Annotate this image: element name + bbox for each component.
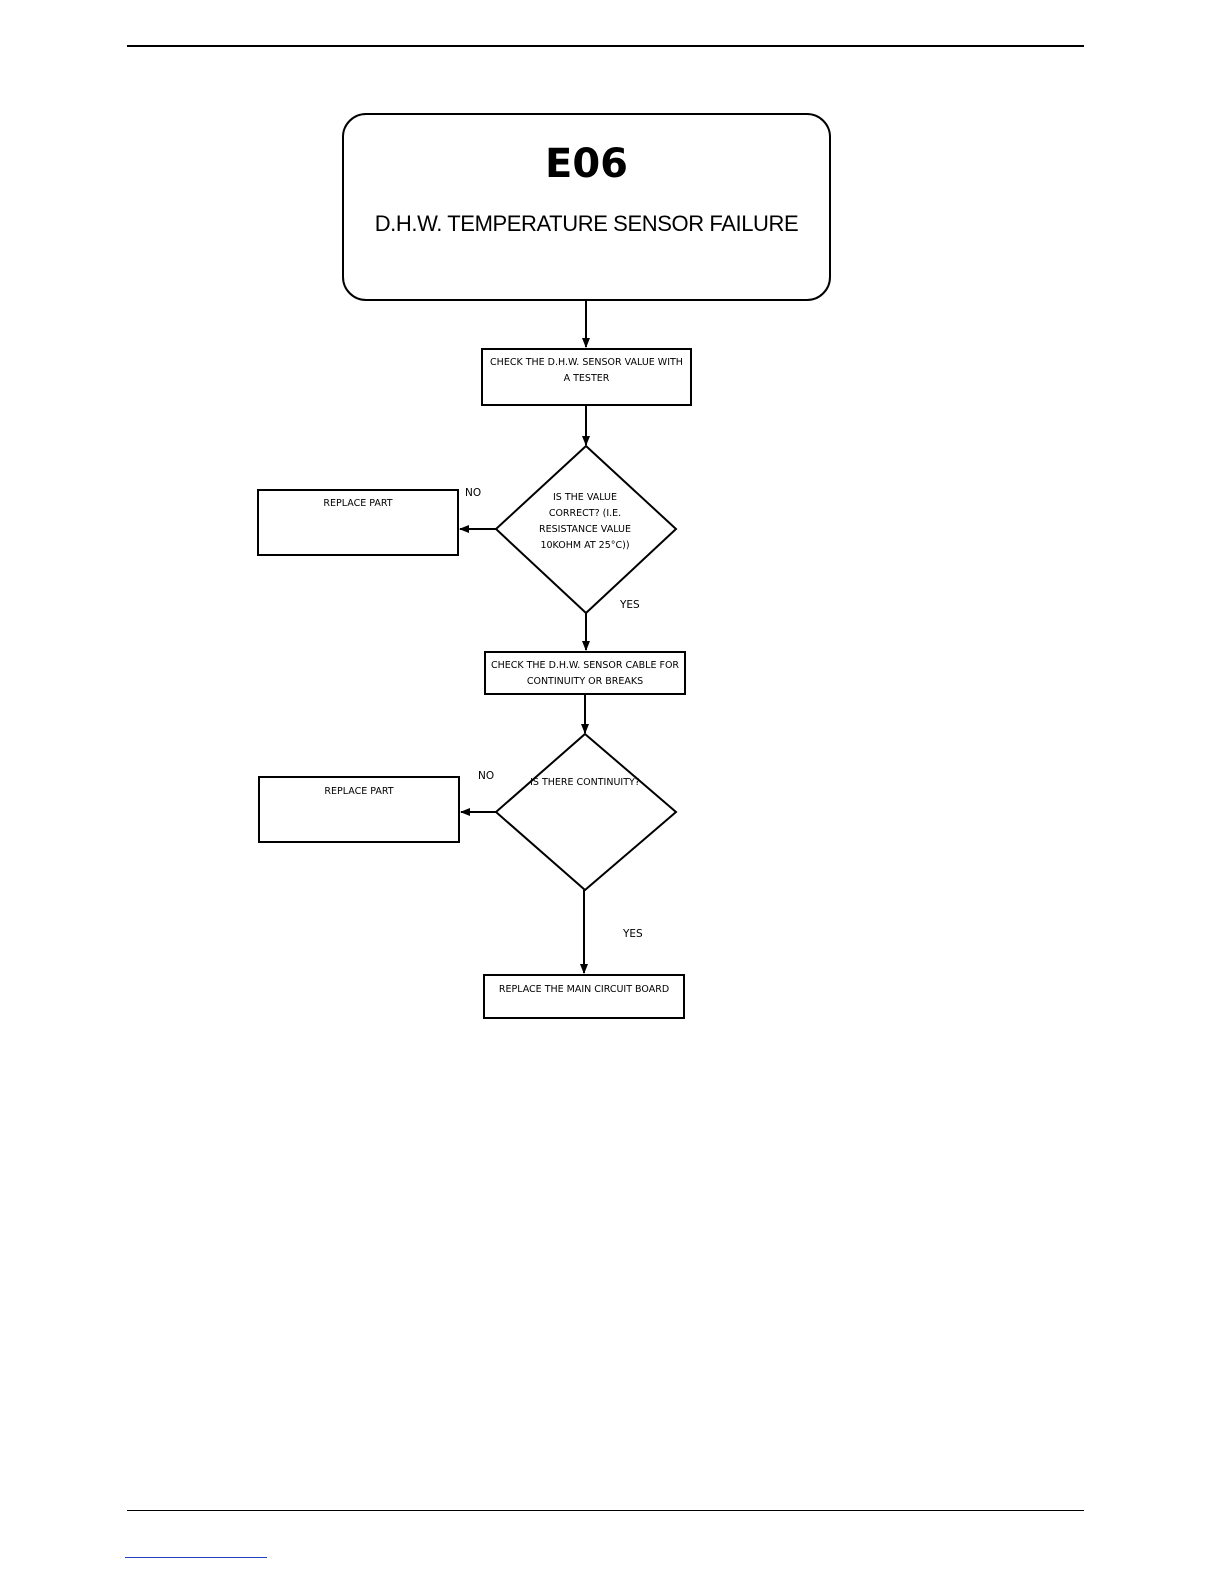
- question-continuity-text: IS THERE CONTINUITY?: [530, 775, 640, 791]
- error-description: D.H.W. TEMPERATURE SENSOR FAILURE: [344, 211, 829, 237]
- label-no-1: NO: [465, 487, 481, 499]
- step-check-sensor: CHECK THE D.H.W. SENSOR VALUE WITH A TES…: [481, 348, 692, 406]
- step-replace-part-1: REPLACE PART: [257, 489, 459, 556]
- step-replace-part-2: REPLACE PART: [258, 776, 460, 843]
- question-value-text: IS THE VALUE CORRECT? (I.E. RESISTANCE V…: [530, 490, 640, 554]
- error-code: E06: [344, 141, 829, 187]
- step-check-cable: CHECK THE D.H.W. SENSOR CABLE FOR CONTIN…: [484, 651, 686, 695]
- error-title-box: E06 D.H.W. TEMPERATURE SENSOR FAILURE: [342, 113, 831, 301]
- step-check-cable-text: CHECK THE D.H.W. SENSOR CABLE FOR CONTIN…: [490, 658, 680, 690]
- step-replace-part-2-text: REPLACE PART: [264, 784, 454, 800]
- step-replace-part-1-text: REPLACE PART: [263, 496, 453, 512]
- step-replace-main-board-text: REPLACE THE MAIN CIRCUIT BOARD: [489, 982, 679, 998]
- label-no-2: NO: [478, 770, 494, 782]
- footer-rule: [127, 1510, 1084, 1511]
- label-yes-1: YES: [620, 599, 640, 611]
- label-yes-2: YES: [623, 928, 643, 940]
- footer-link-underline: [125, 1557, 267, 1558]
- step-replace-main-board: REPLACE THE MAIN CIRCUIT BOARD: [483, 974, 685, 1019]
- decision-diamond-continuity: [496, 734, 676, 890]
- step-check-sensor-text: CHECK THE D.H.W. SENSOR VALUE WITH A TES…: [487, 355, 686, 387]
